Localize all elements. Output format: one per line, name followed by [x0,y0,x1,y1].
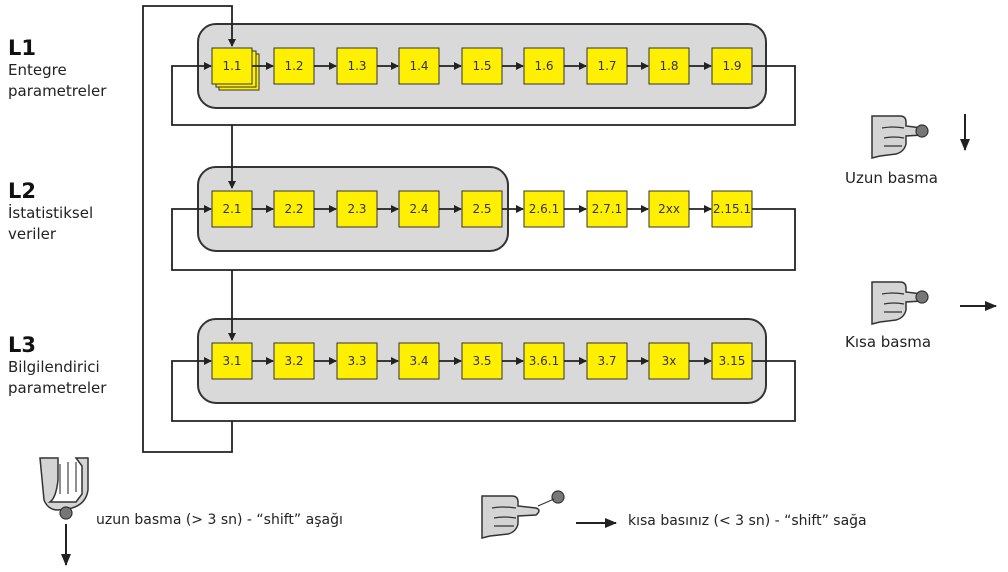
menu-box-label-1-4: 1.4 [409,59,428,73]
menu-box-label-1-2: 1.2 [284,59,303,73]
level-3-code: L3 [8,333,36,357]
menu-box-2-3 [336,190,378,228]
menu-box-label-3-3: 3.3 [347,354,366,368]
menu-box-label-2-7-1: 2.7.1 [592,202,623,216]
level-2-description-line-2: veriler [8,225,57,243]
menu-box-label-3x: 3x [662,354,677,368]
menu-box-1-9 [711,47,753,85]
menu-box-3-3 [336,342,378,380]
menu-box-2-6-1 [523,190,565,228]
menu-box-label-3-1: 3.1 [222,354,241,368]
level-1-description-line-2: parametreler [8,82,107,100]
menu-box-label-2-5: 2.5 [472,202,491,216]
level-3-description-line-1: Bilgilendirici [8,358,100,376]
long-press-hand-icon [871,115,929,159]
menu-box-label-3-5: 3.5 [472,354,491,368]
long-press-caption: Uzun basma [845,169,938,187]
menu-box-2-7-1 [586,190,628,228]
menu-box-1-5 [461,47,503,85]
menu-box-label-3-15: 3.15 [719,354,746,368]
long-press-legend-hand-icon [39,457,89,520]
menu-box-1-4 [398,47,440,85]
menu-box-2-15-1 [711,190,753,228]
menu-box-label-1-8: 1.8 [659,59,678,73]
menu-box-label-2-2: 2.2 [284,202,303,216]
menu-box-1-6 [523,47,565,85]
menu-box-1-8 [648,47,690,85]
level-1-label: L1 Entegre parametreler [8,36,106,102]
menu-box-1-1 [211,47,253,85]
menu-box-label-2-3: 2.3 [347,202,366,216]
menu-box-2-5 [461,190,503,228]
level-3-loop-back-line [171,357,796,422]
level-1-loop-back-line [171,62,796,126]
menu-box-label-1-9: 1.9 [722,59,741,73]
menu-box-label-2-1: 2.1 [222,202,241,216]
short-press-caption: Kısa basma [845,333,932,351]
menu-box-label-2-4: 2.4 [409,202,428,216]
menu-box-3-4 [398,342,440,380]
menu-box-label-1-6: 1.6 [534,59,553,73]
menu-box-2-1 [211,190,253,228]
short-press-hand-icon [871,281,929,325]
menu-box-label-1-1: 1.1 [222,59,241,73]
menu-box-3-2 [273,342,315,380]
level-3-description-line-2: parametreler [8,379,107,397]
menu-box-label-1-7: 1.7 [597,59,616,73]
long-press-legend-text: uzun basma (> 3 sn) - “shift” aşağı [96,512,343,528]
menu-box-label-2-6-1: 2.6.1 [529,202,560,216]
short-press-legend-hand-icon [481,490,565,539]
level-2-label: L2 İstatistiksel veriler [8,179,93,245]
menu-box-label-1-3: 1.3 [347,59,366,73]
menu-box-label-1-5: 1.5 [472,59,491,73]
level-2-code: L2 [8,179,36,203]
menu-box-1-7 [586,47,628,85]
menu-box-label-2-15-1: 2.15.1 [713,202,751,216]
menu-box-3-1 [211,342,253,380]
menu-box-2-2 [273,190,315,228]
short-press-legend-text: kısa basınız (< 3 sn) - “shift” sağa [628,513,867,529]
level-1-description-line-1: Entegre [8,61,67,79]
level-2-loop-back-line [171,205,796,271]
menu-box-2xx [648,190,690,228]
menu-box-1-3 [336,47,378,85]
menu-box-label-3-2: 3.2 [284,354,303,368]
menu-box-label-2xx: 2xx [658,202,680,216]
menu-box-2-4 [398,190,440,228]
level-3-label: L3 Bilgilendirici parametreler [8,333,106,399]
menu-box-3-15 [711,342,753,380]
level-2-description-line-1: İstatistiksel [8,204,94,222]
menu-box-label-3-6-1: 3.6.1 [529,354,560,368]
menu-box-label-3-7: 3.7 [597,354,616,368]
return-to-level-1-line [142,5,236,453]
level-1-code: L1 [8,36,36,60]
menu-box-label-3-4: 3.4 [409,354,428,368]
